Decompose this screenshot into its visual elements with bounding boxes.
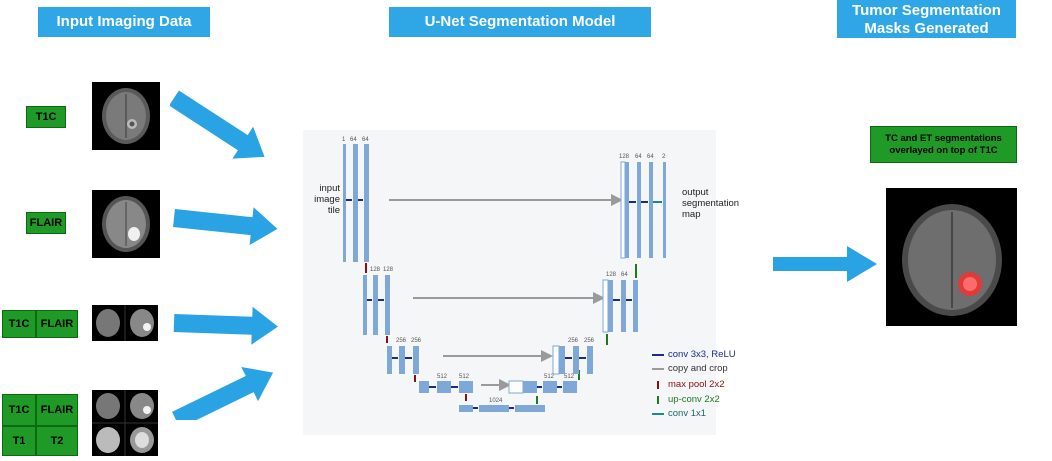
fmap-l4-a — [437, 381, 451, 393]
ch-d4-b: 512 — [564, 374, 575, 380]
fmap-d3-a — [573, 346, 579, 374]
ch-l4-b: 512 — [459, 374, 470, 380]
ch-d1-b: 64 — [635, 154, 642, 160]
fmap-d2-b — [633, 280, 638, 332]
ch-l1-in: 1 — [342, 137, 346, 143]
fmap-d1-copy — [620, 161, 626, 259]
fmap-d4-copy — [508, 380, 524, 394]
output-caption-line1: TC and ET segmentations — [885, 132, 1002, 144]
arrow-row4-icon — [172, 366, 274, 420]
ch-d1-a: 128 — [619, 154, 630, 160]
output-caption: TC and ET segmentations overlayed on top… — [870, 126, 1017, 163]
fmap-d2-a — [621, 280, 626, 332]
ch-d2-a: 128 — [606, 272, 617, 278]
fmap-d1-b — [649, 162, 653, 258]
fmap-d4-a — [543, 381, 557, 393]
fmap-l3-a — [399, 346, 405, 374]
fmap-d1-up — [625, 162, 629, 258]
ch-d3-b: 256 — [584, 338, 595, 344]
mri-flair-image — [92, 190, 160, 258]
output-caption-line2: overlayed on top of T1C — [889, 144, 998, 156]
ch-l3-a: 256 — [396, 338, 407, 344]
fmap-l3-b — [413, 346, 419, 374]
unet-legend: conv 3x3, ReLU copy and crop max pool 2x… — [652, 349, 736, 429]
fmap-d2-copy — [602, 279, 609, 333]
arrow-row3-icon — [173, 306, 278, 345]
fmap-d3-copy — [552, 345, 560, 375]
unet-output-label: output segmentation map — [682, 187, 740, 220]
legend-copy: copy and crop — [652, 363, 728, 374]
mri-pair-image — [92, 305, 158, 341]
fmap-l3-in — [387, 346, 392, 374]
output-mri-image — [886, 188, 1017, 326]
fmap-l2-a — [373, 275, 378, 335]
input-label-flair: FLAIR — [26, 212, 66, 234]
output-header: Tumor Segmentation Masks Generated — [837, 0, 1016, 38]
input-arrows — [170, 90, 278, 420]
fmap-l1-a — [353, 144, 358, 262]
model-header: U-Net Segmentation Model — [389, 7, 651, 37]
ch-d2-b: 64 — [621, 272, 628, 278]
mri-t1c-image — [92, 82, 160, 150]
fmap-d3-up — [559, 346, 565, 374]
ch-l5: 1024 — [489, 398, 503, 404]
unet-diagram: 1 64 64 128 128 256 256 512 512 1024 512 — [342, 137, 666, 412]
fmap-d4-b — [563, 381, 577, 393]
input-label-flair-quad: FLAIR — [36, 394, 78, 426]
input-header-text: Input Imaging Data — [56, 13, 192, 30]
fmap-d4-up — [523, 381, 537, 393]
arrow-row1-icon — [170, 90, 265, 159]
input-label-t2-quad: T2 — [36, 426, 78, 456]
ch-d3-a: 256 — [568, 338, 579, 344]
output-arrow-icon — [773, 246, 877, 282]
arrow-row2-icon — [173, 207, 278, 246]
unet-input-label: input image tile — [314, 183, 340, 216]
ch-d1-c: 64 — [647, 154, 654, 160]
input-label-t1c: T1C — [26, 106, 66, 128]
legend-conv: conv 3x3, ReLU — [652, 349, 736, 360]
ch-l3-b: 256 — [411, 338, 422, 344]
fmap-d1-a — [637, 162, 641, 258]
fmap-l5-in — [459, 405, 473, 412]
ch-l2-b: 128 — [383, 267, 394, 273]
model-header-text: U-Net Segmentation Model — [424, 13, 616, 30]
ch-d4-a: 512 — [544, 374, 555, 380]
output-header-line2: Masks Generated — [864, 20, 989, 37]
fmap-l5-b — [515, 405, 545, 412]
input-label-t1-quad: T1 — [2, 426, 36, 456]
ch-l1-a: 64 — [350, 137, 357, 143]
input-label-t1c-pair: T1C — [2, 310, 36, 338]
legend-conv1x1: conv 1x1 — [652, 408, 707, 419]
legend-upconv: up-conv 2x2 — [657, 394, 720, 405]
fmap-l2-in — [363, 275, 367, 335]
fmap-d1-out — [663, 162, 666, 258]
output-header-line1: Tumor Segmentation — [852, 2, 1001, 19]
fmap-l4-in — [419, 381, 429, 393]
fmap-l1-b — [364, 144, 369, 262]
legend-maxpool: max pool 2x2 — [657, 379, 725, 390]
ch-l2-a: 128 — [370, 267, 381, 273]
ch-d1-out: 2 — [662, 154, 666, 160]
fmap-l5-a — [479, 405, 509, 412]
input-header: Input Imaging Data — [38, 7, 210, 37]
input-label-t1c-quad: T1C — [2, 394, 36, 426]
fmap-d2-up — [608, 280, 613, 332]
ch-l1-b: 64 — [362, 137, 369, 143]
fmap-l2-b — [385, 275, 390, 335]
input-label-flair-pair: FLAIR — [36, 310, 78, 338]
fmap-d3-b — [587, 346, 593, 374]
fmap-l1-in — [343, 144, 346, 262]
ch-l4-a: 512 — [437, 374, 448, 380]
fmap-l4-b — [459, 381, 473, 393]
mri-quad-image — [92, 390, 158, 456]
